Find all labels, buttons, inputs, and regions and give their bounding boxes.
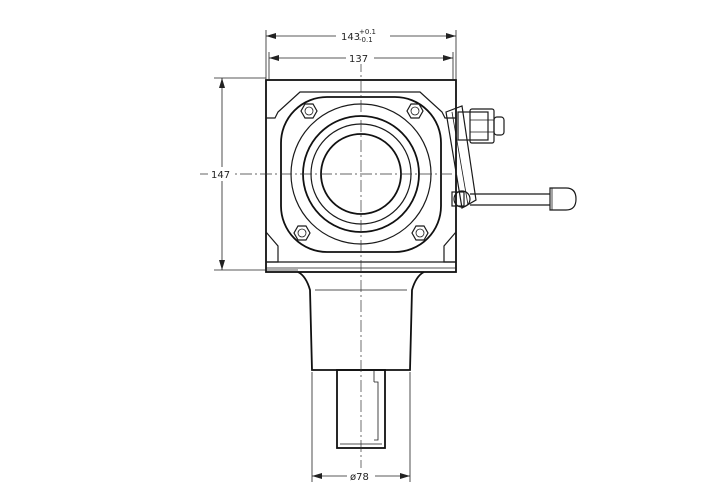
dim-147-value: 147 [211,170,230,181]
centerlines [200,60,460,470]
dim-143-tol-upper: +0.1 [359,28,376,36]
hand-crank [445,105,577,211]
bolt-bottom-left [293,225,311,241]
dim-143-value: 143 [341,32,360,43]
bolt-bottom-right [411,225,429,241]
dimension-top-width: 143 +0.1 -0.1 [265,26,457,80]
bolt-top-right [406,103,424,119]
dimension-shaft-diameter: ø78 [311,372,411,483]
bolt-top-left [300,103,318,119]
dim-143-tol-lower: -0.1 [359,36,373,44]
dimension-height: 147 [208,77,298,271]
dimension-inner-width: 137 [268,50,454,80]
dim-137-value: 137 [349,54,368,65]
dim-d78-value: ø78 [350,472,369,483]
flange-bolts [293,103,429,241]
